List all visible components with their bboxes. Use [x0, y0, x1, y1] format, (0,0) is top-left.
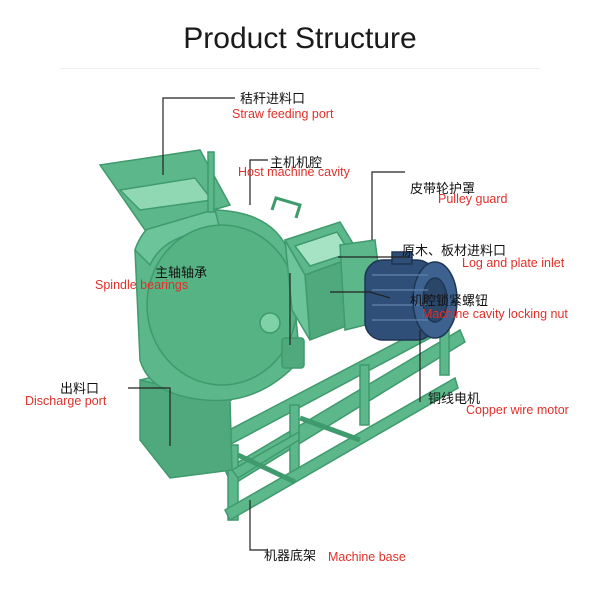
- label-copper-wire-motor-cn: 铜线电机: [428, 392, 481, 407]
- electric-motor: [364, 251, 458, 341]
- label-straw-feeding-port-cn: 秸秆进料口: [240, 92, 306, 107]
- page-title: Product Structure: [183, 22, 417, 55]
- label-host-machine-cavity-en: Host machine cavity: [238, 165, 350, 179]
- label-discharge-port-cn: 出料口: [60, 382, 100, 397]
- label-copper-wire-motor-en: Copper wire motor: [466, 403, 569, 417]
- main-housing: [134, 208, 305, 402]
- label-machine-base-en: Machine base: [328, 550, 406, 564]
- machine-base-frame: [208, 318, 466, 522]
- label-spindle-bearings-cn: 主轴轴承: [155, 266, 208, 281]
- label-spindle-bearings-en: Spindle bearings: [95, 278, 189, 292]
- label-pulley-guard-cn: 皮带轮护罩: [410, 182, 476, 197]
- label-host-machine-cavity-cn: 主机机腔: [270, 156, 323, 171]
- label-machine-base-cn: 机器底架: [264, 549, 317, 564]
- title-divider: [60, 68, 540, 69]
- label-pulley-guard-en: Pulley guard: [438, 192, 508, 206]
- label-cavity-locking-nut-en: Machine cavity locking nut: [422, 307, 568, 321]
- label-discharge-port-en: Discharge port: [25, 394, 107, 408]
- label-log-plate-inlet-cn: 原木、板材进料口: [402, 244, 507, 259]
- label-cavity-locking-nut-cn: 机腔锁紧螺钮: [410, 294, 489, 309]
- straw-feeding-hopper: [98, 149, 302, 231]
- label-straw-feeding-port-en: Straw feeding port: [232, 107, 334, 121]
- label-log-plate-inlet-en: Log and plate inlet: [462, 256, 565, 270]
